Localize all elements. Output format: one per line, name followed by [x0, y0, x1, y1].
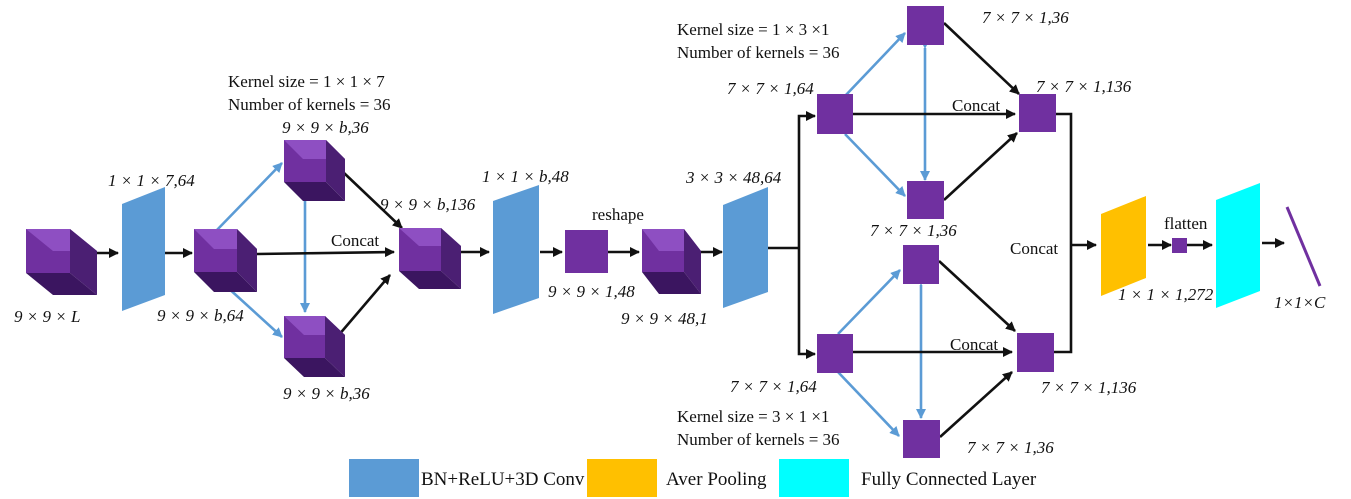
- label-spec-num-kernels: Number of kernels = 36: [228, 95, 391, 114]
- arrow-sp-top-to-down: [844, 133, 906, 197]
- label-reshape-in: 9 × 9 × 1,48: [548, 282, 635, 301]
- label-conv1-out: 1 × 1 × 7,64: [108, 171, 195, 190]
- cube-spec-top: [284, 140, 345, 201]
- arrow-conv3-to-top-branch: [797, 111, 816, 248]
- label-sp-bot-down: 7 × 7 × 1,36: [967, 438, 1054, 457]
- label-sp-top-in: 7 × 7 × 1,64: [727, 79, 814, 98]
- arrow-spec-center-to-concat: [256, 247, 395, 258]
- label-sp-bot-kernel-size: Kernel size = 3 × 1 ×1: [677, 407, 829, 426]
- label-concat-2: Concat: [952, 96, 1000, 115]
- square-reshape-in: [565, 230, 608, 273]
- label-sp-top-out: 7 × 7 × 1,136: [1036, 77, 1132, 96]
- label-sp-top-kernel-size: Kernel size = 1 × 3 ×1: [677, 20, 829, 39]
- legend-label-pool: Aver Pooling: [666, 469, 767, 490]
- legend-label-fc: Fully Connected Layer: [861, 469, 1037, 490]
- label-concat-1: Concat: [331, 231, 379, 250]
- cube-spec-concat: [399, 228, 461, 289]
- square-sp-top-concat: [1019, 94, 1056, 132]
- label-sp-bot-num-kernels: Number of kernels = 36: [677, 430, 840, 449]
- label-spec-top: 9 × 9 × b,36: [282, 118, 369, 137]
- label-sp-top-down: 7 × 7 × 1,36: [870, 221, 957, 240]
- label-concat-3: Concat: [950, 335, 998, 354]
- cube-input: [26, 229, 97, 295]
- square-sp-top-up: [907, 6, 944, 45]
- fc-layer: [1216, 183, 1260, 308]
- label-reshape: reshape: [592, 205, 644, 224]
- label-output: 1×1×C: [1274, 293, 1326, 312]
- pooling-layer: [1101, 196, 1146, 296]
- legend-swatch-fc: [779, 459, 849, 497]
- arrow-sp-top-to-up: [844, 32, 906, 97]
- label-spec-kernel-size: Kernel size = 1 × 1 × 7: [228, 72, 385, 91]
- arrow-sp-down2-to-concat: [939, 371, 1013, 438]
- arrow-merge-top: [1056, 112, 1073, 248]
- arrow-spec-center-to-top: [214, 162, 283, 233]
- cube-reshape-out: [642, 229, 701, 294]
- square-flatten: [1172, 238, 1187, 253]
- label-concat-final: Concat: [1010, 239, 1058, 258]
- arrow-merge-bottom: [1054, 248, 1073, 354]
- connections: [70, 22, 1285, 438]
- output-vector: [1285, 206, 1322, 287]
- label-sp-bot-out: 7 × 7 × 1,136: [1041, 378, 1137, 397]
- label-sp-top-up: 7 × 7 × 1,36: [982, 8, 1069, 27]
- conv-layer-3: [723, 187, 768, 308]
- square-sp-top-down: [907, 181, 944, 219]
- square-sp-bot-in: [817, 334, 853, 373]
- label-spec-bottom: 9 × 9 × b,36: [283, 384, 370, 403]
- arrow-sp-down-to-concat: [943, 132, 1018, 201]
- label-conv3-out: 3 × 3 × 48,64: [685, 168, 782, 187]
- cube-spec-center: [194, 229, 257, 292]
- square-sp-bot-down: [903, 420, 940, 458]
- cube-spec-bottom: [284, 316, 345, 377]
- label-input: 9 × 9 × L: [14, 307, 80, 326]
- arrow-sp-bot-to-down: [837, 371, 900, 437]
- arrow-spec-top-to-concat: [343, 172, 403, 229]
- label-reshape-out: 9 × 9 × 48,1: [621, 309, 708, 328]
- legend-swatch-conv: [349, 459, 419, 497]
- arrow-conv3-to-bottom-branch: [797, 248, 816, 359]
- legend-label-conv: BN+ReLU+3D Conv: [421, 469, 585, 490]
- label-conv2-out: 1 × 1 × b,48: [482, 167, 569, 186]
- arrow-sp-up-to-concat: [943, 22, 1020, 95]
- conv-layer-2: [493, 185, 539, 314]
- label-pool-out: 1 × 1 × 1,272: [1118, 285, 1214, 304]
- conv-layer-1: [122, 187, 165, 311]
- legend-swatch-pool: [587, 459, 657, 497]
- square-sp-bot-concat: [1017, 333, 1054, 372]
- label-sp-bot-in: 7 × 7 × 1,64: [730, 377, 817, 396]
- square-sp-bot-up: [903, 245, 939, 284]
- label-flatten: flatten: [1164, 214, 1208, 233]
- label-spec-center: 9 × 9 × b,64: [157, 306, 244, 325]
- label-sp-top-num-kernels: Number of kernels = 36: [677, 43, 840, 62]
- legend: BN+ReLU+3D Conv Aver Pooling Fully Conne…: [349, 459, 1037, 497]
- arrow-sp-up2-to-concat: [938, 260, 1016, 332]
- label-spec-concat-out: 9 × 9 × b,136: [380, 195, 476, 214]
- square-sp-top-in: [817, 94, 853, 134]
- labels: 9 × 9 × L 1 × 1 × 7,64 9 × 9 × b,64 Kern…: [14, 8, 1326, 457]
- arrow-sp-bot-to-up: [837, 269, 901, 335]
